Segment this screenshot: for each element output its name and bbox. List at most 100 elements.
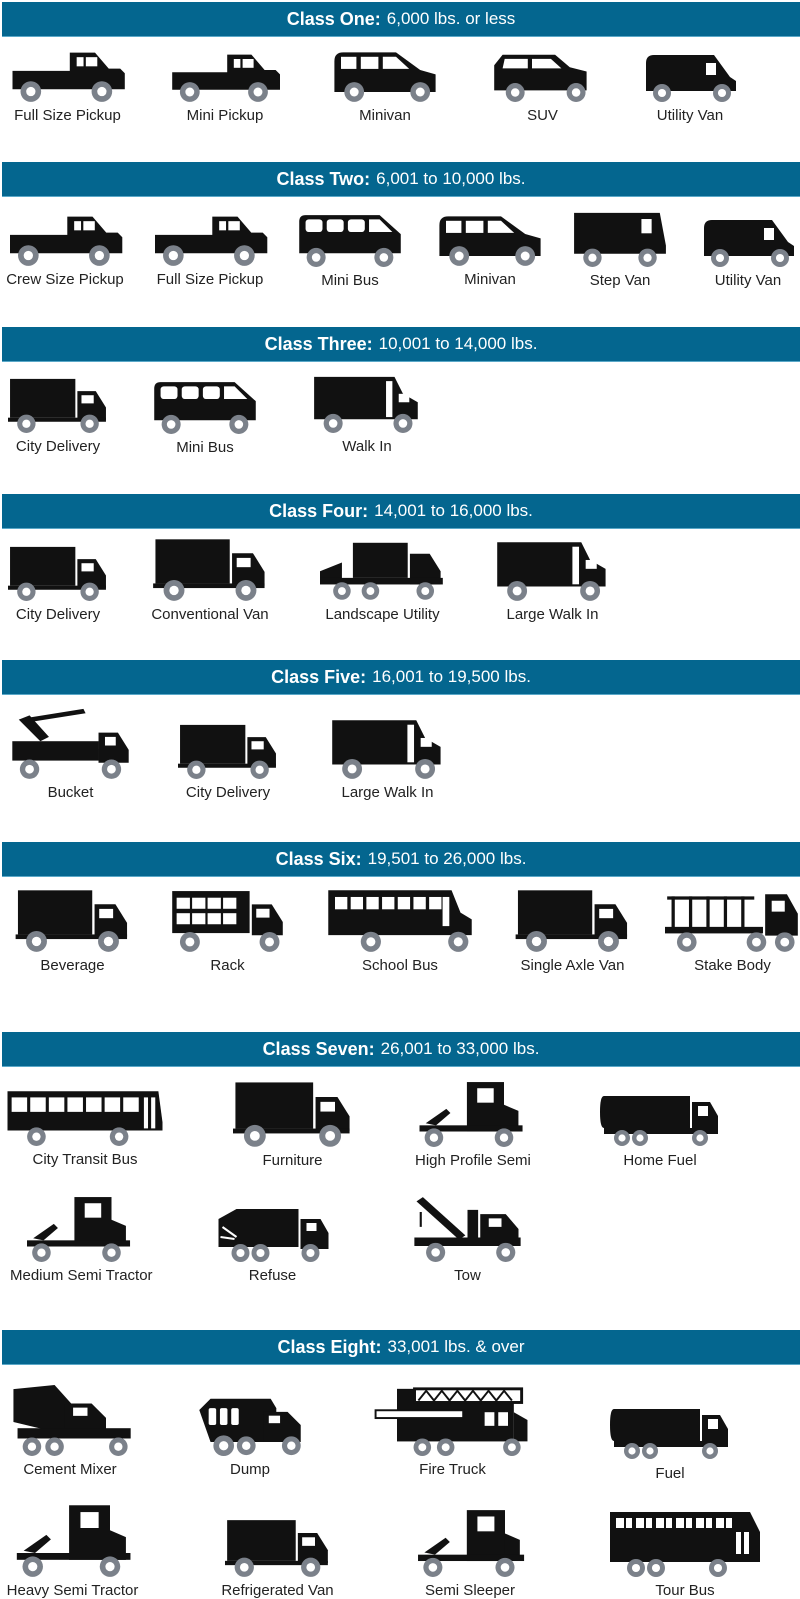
vehicle-item: Large Walk In (495, 540, 610, 623)
vehicle-item: Utility Van (640, 48, 740, 124)
vehicle-label: Minivan (359, 107, 411, 124)
class-name: Class Eight: (277, 1336, 382, 1357)
minivan-icon (334, 52, 436, 102)
vehicle-label: Beverage (40, 957, 105, 974)
stepvan-icon (574, 212, 666, 267)
class-weight-range: 6,001 to 10,000 lbs. (376, 169, 526, 188)
pickup-icon (12, 52, 125, 102)
vehicle-label: Crew Size Pickup (6, 271, 124, 288)
class-weight-range: 6,000 lbs. or less (386, 9, 516, 28)
vehicle-label: Minivan (464, 271, 516, 288)
class-header: Class Five: 16,001 to 19,500 lbs. (2, 660, 800, 695)
vehicle-item: Refrigerated Van (210, 1518, 345, 1599)
vehicle-item: City Delivery (178, 715, 278, 801)
boxtruck-icon (233, 1082, 350, 1147)
class-weight-range: 19,501 to 26,000 lbs. (367, 849, 527, 868)
rack-icon (172, 891, 283, 952)
vehicle-item: Tow (410, 1195, 525, 1284)
vehicle-item: Full Size Pickup (150, 212, 270, 288)
vehicle-label: Utility Van (656, 107, 724, 124)
class-weight-range: 16,001 to 19,500 lbs. (372, 667, 531, 686)
class-name: Class Three: (264, 333, 373, 354)
vehicle-label: Large Walk In (341, 784, 434, 801)
vehicle-item: Bucket (8, 708, 133, 801)
class-name: Class Four: (269, 500, 369, 521)
vehicle-label: Fuel (655, 1465, 685, 1482)
semi-icon (16, 1505, 131, 1577)
semi-icon (418, 1510, 525, 1577)
vehicle-label: Cement Mixer (23, 1461, 117, 1478)
class-header: Class Seven: 26,001 to 33,000 lbs. (2, 1032, 800, 1067)
vehicle-item: Fuel (605, 1405, 735, 1482)
vehicle-item: Refuse (210, 1205, 335, 1284)
boxtruck-icon (225, 1520, 328, 1577)
vehicle-label: City Delivery (185, 784, 271, 801)
class-name: Class One: (286, 8, 381, 29)
vehicle-label: Conventional Van (151, 606, 269, 623)
class-header: Class Eight: 33,001 lbs. & over (2, 1330, 800, 1365)
vehicle-item: Large Walk In (330, 718, 445, 801)
class-name: Class Two: (276, 168, 371, 189)
vehicle-label: Semi Sleeper (424, 1582, 516, 1599)
transitbus-icon (7, 1091, 163, 1146)
boxtruck-icon (515, 890, 628, 952)
vehicle-item: Mini Pickup (170, 48, 280, 124)
vehicle-item: Heavy Semi Tractor (5, 1503, 140, 1599)
vehicle-item: Mini Bus (150, 375, 260, 456)
refuse-icon (218, 1209, 329, 1262)
semi-icon (27, 1197, 131, 1262)
tanker-icon (610, 1409, 728, 1459)
vehicle-item: Utility Van (698, 210, 798, 289)
vehicle-item: Beverage (10, 888, 135, 974)
minibus-icon (299, 215, 401, 267)
vehicle-item: Minivan (435, 212, 545, 288)
vehicle-item: City Delivery (8, 372, 108, 455)
vehicle-item: Dump (190, 1395, 310, 1478)
class-weight-range: 26,001 to 33,000 lbs. (380, 1039, 540, 1058)
vehicle-item: Fire Truck (365, 1383, 540, 1478)
vehicle-label: Mini Bus (321, 272, 379, 289)
walkin-icon (314, 376, 418, 433)
vehicle-item: Walk In (312, 372, 422, 455)
boxtruck-icon (178, 724, 276, 779)
vehicle-label: Refrigerated Van (221, 1582, 334, 1599)
vehicle-label: Full Size Pickup (156, 271, 264, 288)
vehicle-label: Mini Bus (176, 439, 234, 456)
class-header: Class Three: 10,001 to 14,000 lbs. (2, 327, 800, 362)
vehicle-label: Refuse (248, 1267, 297, 1284)
vehicle-label: Landscape Utility (325, 606, 440, 623)
vehicle-item: Furniture (230, 1080, 355, 1169)
vehicle-label: Rack (210, 957, 245, 974)
vehicle-item: Landscape Utility (320, 540, 445, 623)
vehicle-item: Mini Bus (295, 208, 405, 289)
vehicle-label: Home Fuel (623, 1152, 697, 1169)
vehicle-label: High Profile Semi (415, 1152, 531, 1169)
bucket-icon (12, 708, 129, 779)
stake-icon (665, 894, 798, 952)
class-name: Class Six: (275, 848, 362, 869)
vehicle-item: City Transit Bus (5, 1085, 165, 1168)
class-header: Class Two: 6,001 to 10,000 lbs. (2, 162, 800, 197)
vehicle-label: Fire Truck (419, 1461, 486, 1478)
class-weight-range: 14,001 to 16,000 lbs. (374, 501, 533, 520)
vehicle-item: Single Axle Van (515, 888, 630, 974)
vehicle-label: City Delivery (15, 606, 101, 623)
vehicle-item: Conventional Van (150, 537, 270, 623)
mixer-icon (13, 1385, 131, 1456)
walkin-icon (332, 720, 441, 779)
class-weight-range: 10,001 to 14,000 lbs. (378, 334, 538, 353)
suv-icon (494, 54, 587, 102)
vehicle-label: Stake Body (694, 957, 771, 974)
schoolbus-icon (328, 890, 472, 952)
vehicle-label: Dump (229, 1461, 270, 1478)
class-name: Class Five: (271, 666, 367, 687)
van-icon (704, 220, 794, 267)
vehicle-label: Single Axle Van (520, 957, 625, 974)
vehicle-item: Cement Mixer (5, 1385, 135, 1478)
vehicle-item: Tour Bus (605, 1508, 765, 1599)
landscape-icon (320, 542, 443, 600)
vehicle-label: Large Walk In (506, 606, 599, 623)
vehicle-label: Utility Van (714, 272, 782, 289)
vehicle-label: Mini Pickup (186, 107, 264, 124)
vehicle-label: Full Size Pickup (14, 107, 121, 124)
